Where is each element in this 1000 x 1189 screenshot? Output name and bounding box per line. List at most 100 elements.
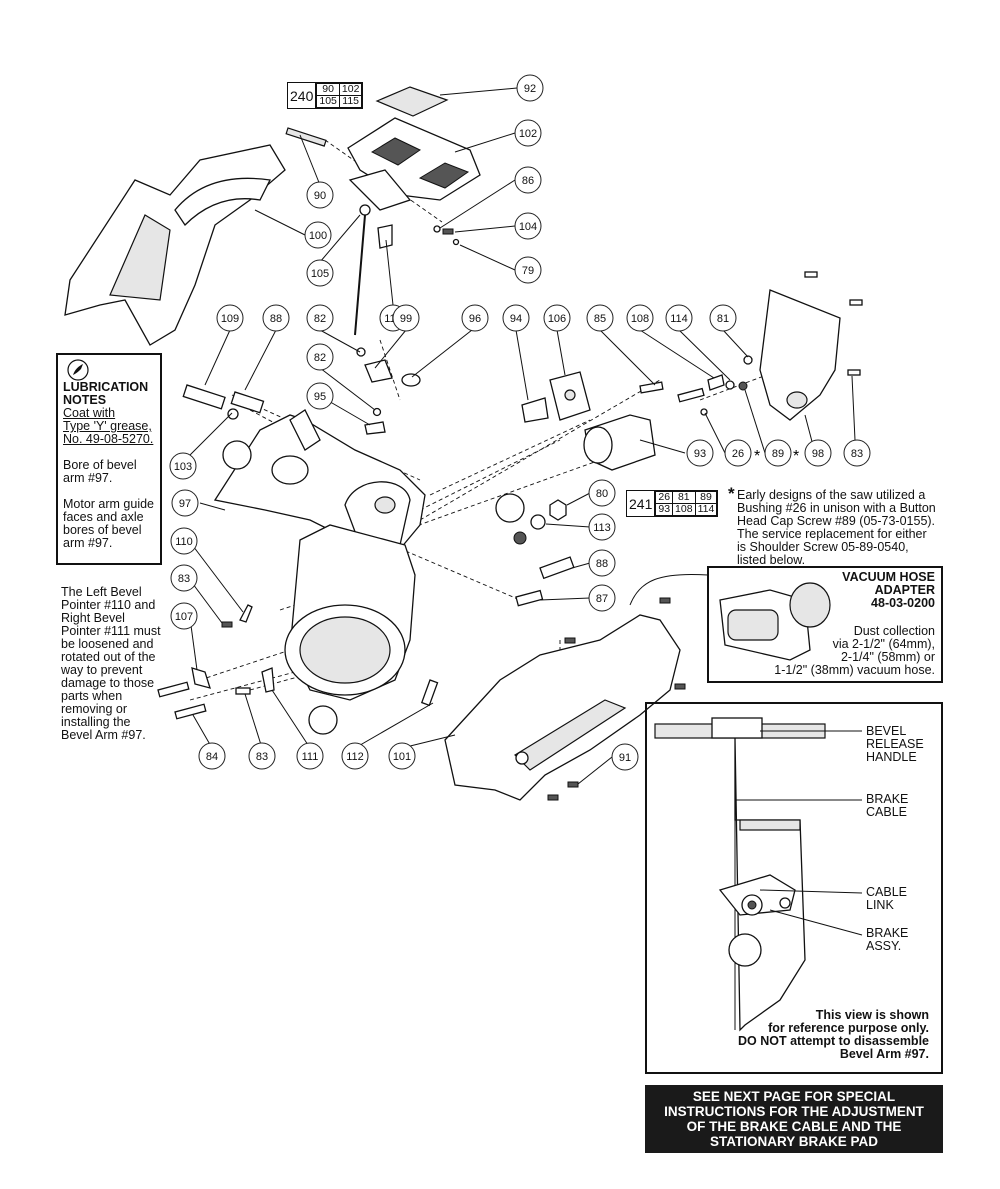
banner-line: SEE NEXT PAGE FOR SPECIAL <box>692 1089 896 1104</box>
callout-110: 110 <box>170 527 198 555</box>
kit-cell: 108 <box>672 503 696 516</box>
note-line: Bevel Arm #97. <box>839 1047 929 1061</box>
kit-cell: 114 <box>694 503 718 516</box>
callout-114: 114 <box>665 304 693 332</box>
label-line: RELEASE <box>866 737 924 751</box>
svg-text:95: 95 <box>314 391 326 403</box>
svg-text:83: 83 <box>256 751 268 763</box>
lubrication-title-line: LUBRICATION <box>63 380 149 394</box>
svg-text:111: 111 <box>302 751 319 763</box>
callout-80: 80 <box>588 479 616 507</box>
part-guard-100 <box>64 144 286 346</box>
svg-text:96: 96 <box>469 313 481 325</box>
svg-text:79: 79 <box>522 265 534 277</box>
kit-cell: 93 <box>655 503 674 516</box>
callout-107: 107 <box>170 602 198 630</box>
note-line: Bushing #26 in unison with a Button <box>737 501 936 515</box>
svg-text:106: 106 <box>548 313 566 325</box>
bore-line: Bore of bevel <box>63 458 137 472</box>
svg-text:82: 82 <box>314 313 326 325</box>
part-small-82-99-96-95 <box>356 347 421 435</box>
label-line: CABLE <box>866 805 907 819</box>
callout-79: 79 <box>514 256 542 284</box>
note-line: rotated out of the <box>61 650 156 664</box>
callout-87: 87 <box>588 584 616 612</box>
callout-100: 100 <box>304 221 332 249</box>
label-line: CABLE <box>866 885 907 899</box>
svg-text:98: 98 <box>812 448 824 460</box>
motor-arm-note: Motor arm guide faces and axle bores of … <box>63 498 155 550</box>
kit-cell: 105 <box>316 95 340 108</box>
callout-93: 93 <box>686 439 714 467</box>
svg-text:92: 92 <box>524 83 536 95</box>
part-pins-109-88 <box>182 384 265 420</box>
motor-line: bores of bevel <box>63 523 142 537</box>
svg-text:86: 86 <box>522 175 534 187</box>
svg-text:108: 108 <box>631 313 649 325</box>
lubrication-title: LUBRICATION NOTES <box>63 381 155 407</box>
svg-text:101: 101 <box>393 751 411 763</box>
desc-line: 2-1/4" (58mm) or <box>840 650 935 664</box>
lubrication-notes-box: LUBRICATION NOTES Coat with Type 'Y' gre… <box>56 353 162 565</box>
vacuum-adapter-box <box>707 566 943 683</box>
note-line: removing or <box>61 702 127 716</box>
svg-text:100: 100 <box>309 230 327 242</box>
note-line: Pointer #110 and <box>61 598 156 612</box>
callout-101: 101 <box>388 742 416 770</box>
callout-98: 98 <box>804 439 832 467</box>
note-line: is Shoulder Screw 05-89-0540, <box>737 540 909 554</box>
callout-112: 112 <box>341 742 369 770</box>
motor-line: faces and axle <box>63 510 144 524</box>
part-label-92 <box>375 86 449 117</box>
part-screws-85-108-114-81 <box>639 355 753 416</box>
part-screws-86-104-79 <box>433 225 460 246</box>
note-line: installing the <box>61 715 131 729</box>
callout-108: 108 <box>626 304 654 332</box>
kit-cell: 81 <box>672 491 696 504</box>
kit-number: 241 <box>627 491 656 516</box>
svg-text:90: 90 <box>314 190 326 202</box>
assembly-lines <box>189 139 781 701</box>
svg-text:103: 103 <box>174 461 192 473</box>
note-line: Pointer #111 must <box>61 624 161 638</box>
svg-text:83: 83 <box>178 573 190 585</box>
part-brake-94-106-93 <box>521 371 656 471</box>
part-80-113-88-87 <box>513 499 575 607</box>
svg-text:84: 84 <box>206 751 218 763</box>
label-bevel-release-handle: BEVEL RELEASE HANDLE <box>866 725 924 764</box>
see-next-page-banner: SEE NEXT PAGE FOR SPECIAL INSTRUCTIONS F… <box>645 1085 943 1153</box>
svg-text:114: 114 <box>670 313 688 325</box>
callout-91: 91 <box>611 743 639 771</box>
svg-text:83: 83 <box>851 448 863 460</box>
part-cover-98 <box>759 271 863 421</box>
svg-text:26: 26 <box>732 448 744 460</box>
asterisk-89: * <box>793 448 799 465</box>
lubrication-icons <box>222 440 525 735</box>
kit-cell: 90 <box>316 83 340 96</box>
note-line: Bevel Arm #97. <box>61 728 146 742</box>
callout-82b: 82 <box>306 343 334 371</box>
svg-text:94: 94 <box>510 313 522 325</box>
svg-text:80: 80 <box>596 488 608 500</box>
callout-104: 104 <box>514 212 542 240</box>
grease-icon <box>67 359 89 381</box>
callout-84: 84 <box>198 742 226 770</box>
svg-text:104: 104 <box>519 221 537 233</box>
title-line: 48-03-0200 <box>871 596 935 610</box>
asterisk: * <box>728 484 735 503</box>
callout-81: 81 <box>709 304 737 332</box>
svg-text:88: 88 <box>270 313 282 325</box>
svg-text:109: 109 <box>221 313 239 325</box>
callout-26: 26 <box>724 439 752 467</box>
callout-83c: 83 <box>248 742 276 770</box>
callout-88: 88 <box>262 304 290 332</box>
svg-text:99: 99 <box>400 313 412 325</box>
label-brake-cable: BRAKE CABLE <box>866 793 908 819</box>
part-handle-102 <box>347 117 481 211</box>
part-screws-107-84-83-112 <box>157 667 439 720</box>
desc-line: Dust collection <box>853 624 935 638</box>
vacuum-adapter-description: Dust collection via 2-1/2" (64mm), 2-1/4… <box>718 625 935 677</box>
note-line: parts when <box>61 689 123 703</box>
grease-line: Coat with <box>63 406 116 420</box>
